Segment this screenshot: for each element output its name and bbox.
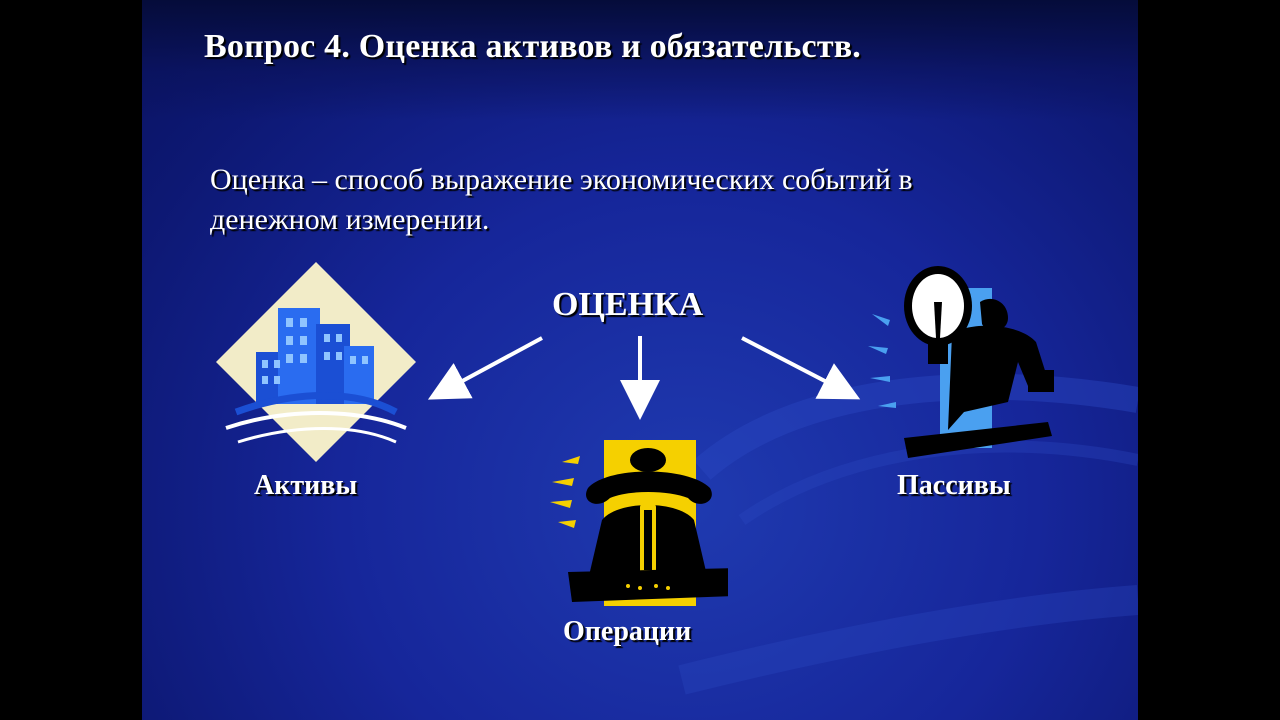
top-shade — [142, 0, 1138, 120]
arrow-to-liabilities — [741, 336, 861, 400]
lightbulb-businessman-icon — [868, 266, 1054, 458]
buildings-icon — [216, 262, 416, 462]
liabilities-label: Пассивы — [897, 470, 1011, 501]
slide: Вопрос 4. Оценка активов и обязательств.… — [142, 0, 1138, 720]
center-label: ОЦЕНКА — [552, 286, 704, 323]
slide-title: Вопрос 4. Оценка активов и обязательств. — [204, 28, 862, 65]
definition-text: Оценка – способ выражение экономических … — [210, 163, 913, 236]
arrow-to-assets — [427, 336, 543, 400]
arrows — [427, 336, 861, 420]
assets-label: Активы — [254, 470, 358, 501]
operations-label: Операции — [563, 616, 692, 647]
jackhammer-worker-icon — [550, 440, 728, 606]
